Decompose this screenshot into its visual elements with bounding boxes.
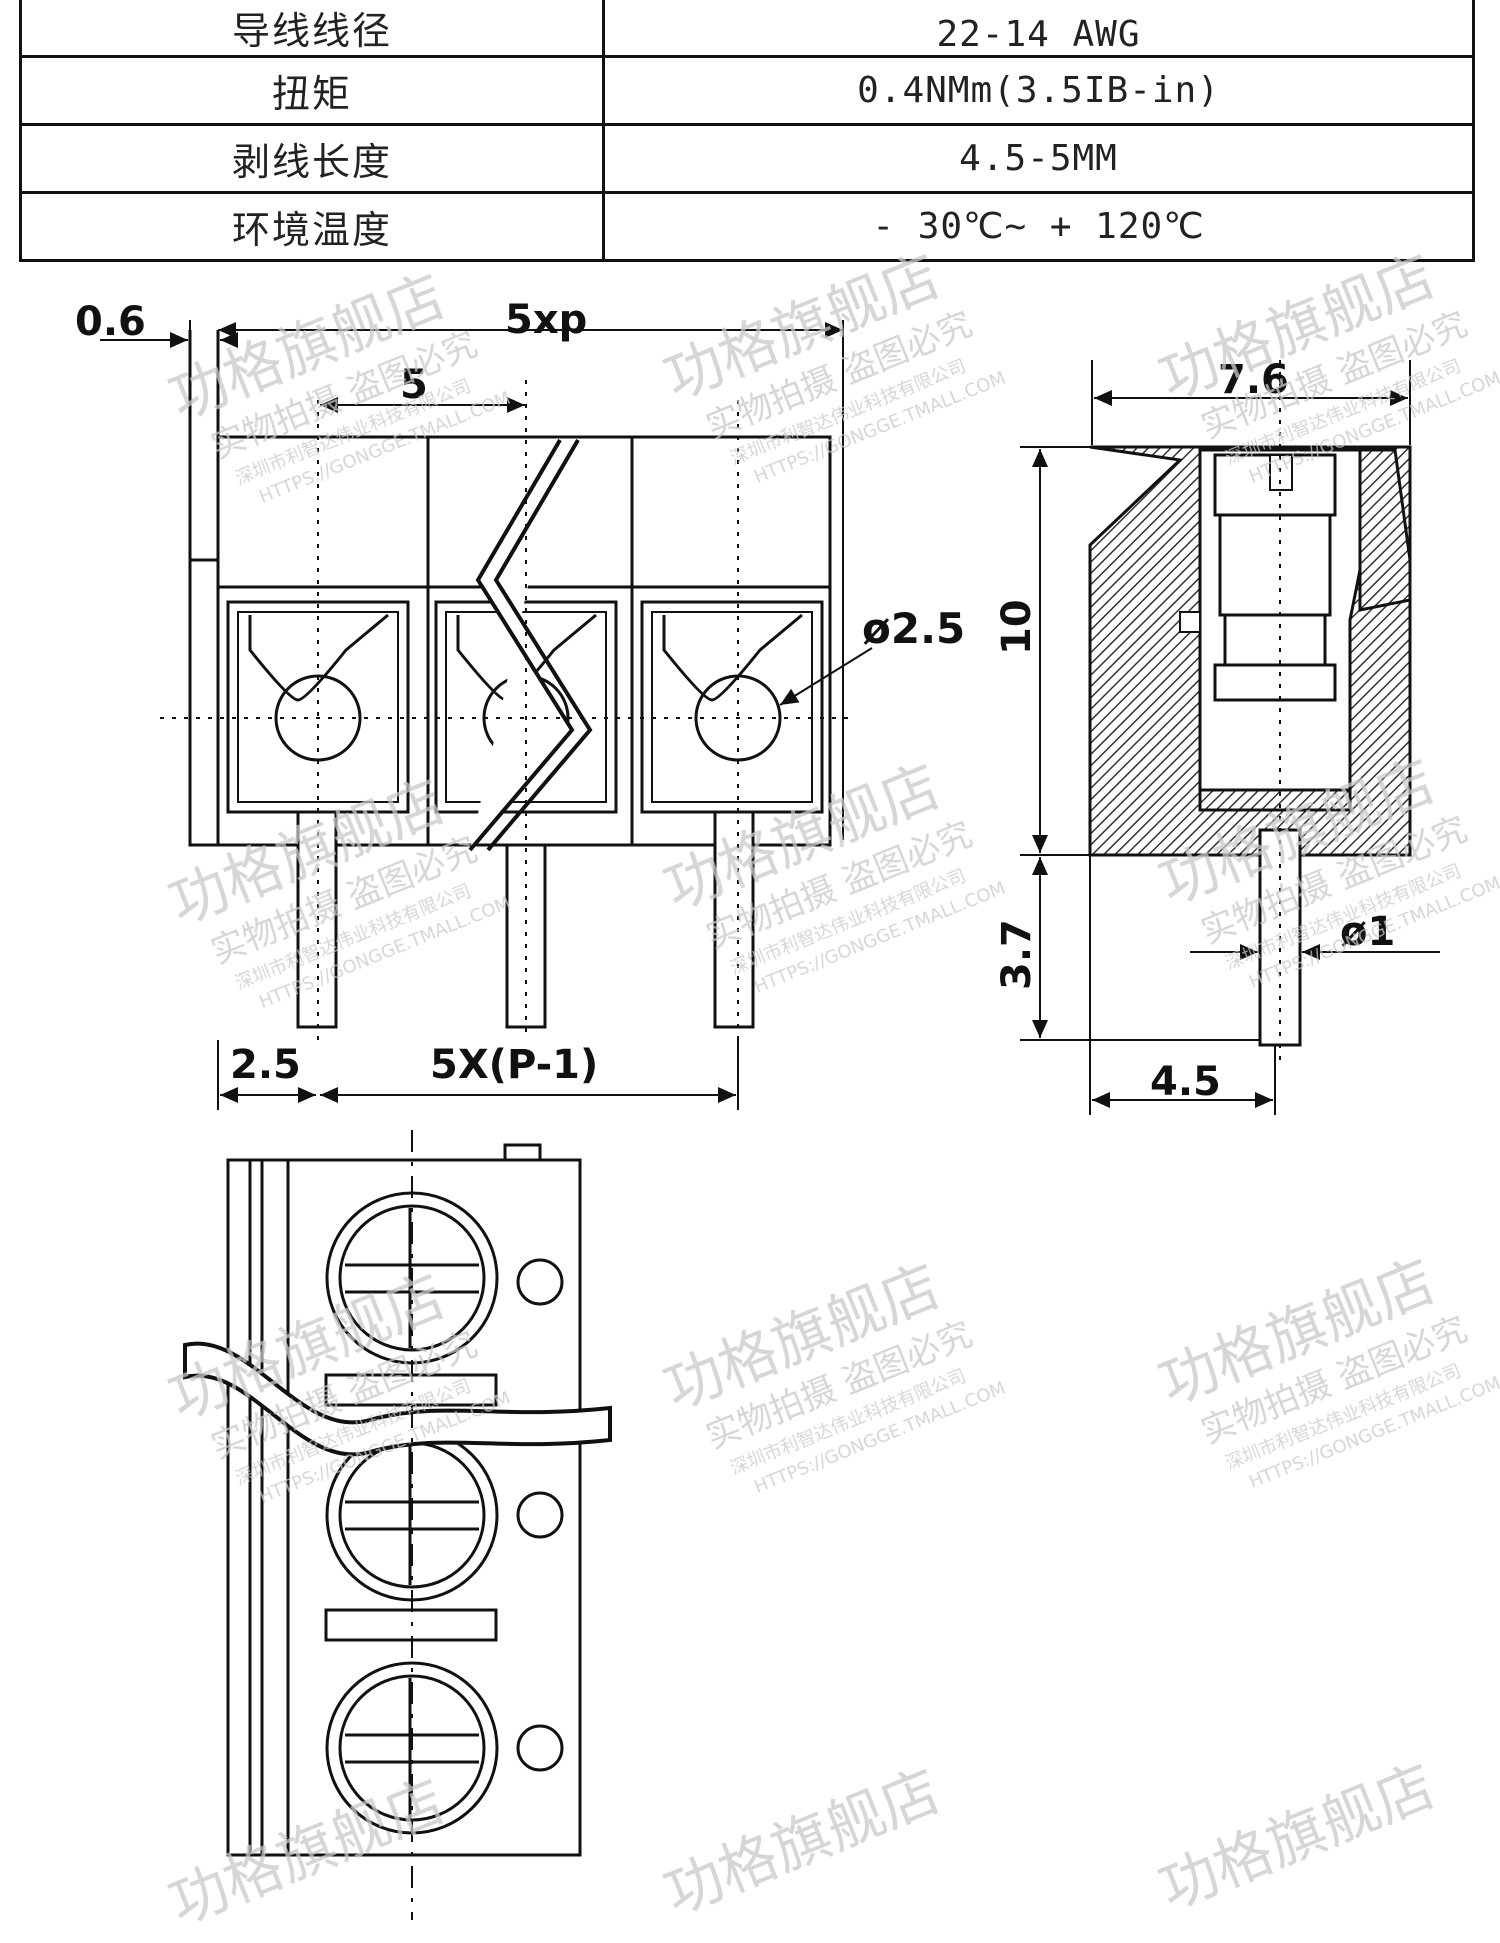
watermark-2: 功格旗舰店 实物拍摄 盗图必究 深圳市利智达伟业科技有限公司 HTTPS://G… (655, 241, 1009, 488)
spec-label: 剥线长度 (19, 123, 605, 194)
spec-label: 导线线径 (19, 0, 605, 58)
svg-text:功格旗舰店: 功格旗舰店 (1150, 1751, 1444, 1923)
spec-value: 4.5-5MM (602, 123, 1475, 194)
spec-label: 扭矩 (19, 55, 605, 126)
watermark-11: 功格旗舰店 (655, 1756, 949, 1928)
terminal-cell-1 (226, 600, 410, 814)
dim-total-width: 5xp (505, 297, 587, 343)
watermark-8: 功格旗舰店 实物拍摄 盗图必究 深圳市利智达伟业科技有限公司 HTTPS://G… (655, 1251, 1009, 1498)
watermark-1: 功格旗舰店 实物拍摄 盗图必究 深圳市利智达伟业科技有限公司 HTTPS://G… (160, 261, 514, 508)
dim-pin-length: 3.7 (994, 919, 1040, 990)
side-plate (188, 558, 220, 847)
watermark-5: 功格旗舰店 实物拍摄 盗图必究 深圳市利智达伟业科技有限公司 HTTPS://G… (655, 751, 1009, 998)
spec-value: - 30℃~ + 120℃ (602, 191, 1475, 262)
front-view (100, 320, 873, 1110)
dim-thickness: 0.6 (75, 299, 146, 345)
pin-3 (713, 810, 755, 1029)
terminal-cell-3 (640, 600, 824, 814)
spec-label: 环境温度 (19, 191, 605, 262)
break-wave (183, 1341, 612, 1457)
dim-side-height: 10 (994, 599, 1040, 655)
spec-value: 0.4NMm(3.5IB-in) (602, 55, 1475, 126)
dim-pin-span: 5X(P-1) (430, 1042, 598, 1088)
dim-hole-diameter: ø2.5 (862, 604, 965, 653)
dim-pin-position: 4.5 (1150, 1059, 1221, 1105)
svg-text:功格旗舰店: 功格旗舰店 (655, 1756, 949, 1928)
dim-pin-offset: 2.5 (230, 1042, 301, 1088)
dim-side-width: 7.6 (1218, 357, 1289, 403)
break-line (468, 438, 575, 852)
side-view (1020, 360, 1440, 1115)
watermark-12: 功格旗舰店 (1150, 1751, 1444, 1923)
dim-pitch: 5 (400, 362, 428, 408)
spec-value: 22-14 AWG (602, 0, 1475, 58)
watermark-9: 功格旗舰店 实物拍摄 盗图必究 深圳市利智达伟业科技有限公司 HTTPS://G… (1150, 1246, 1500, 1493)
top-view (183, 1130, 612, 1920)
spec-row: 环境温度- 30℃~ + 120℃ (19, 191, 1475, 262)
dim-pin-diameter: ø1 (1340, 909, 1395, 955)
